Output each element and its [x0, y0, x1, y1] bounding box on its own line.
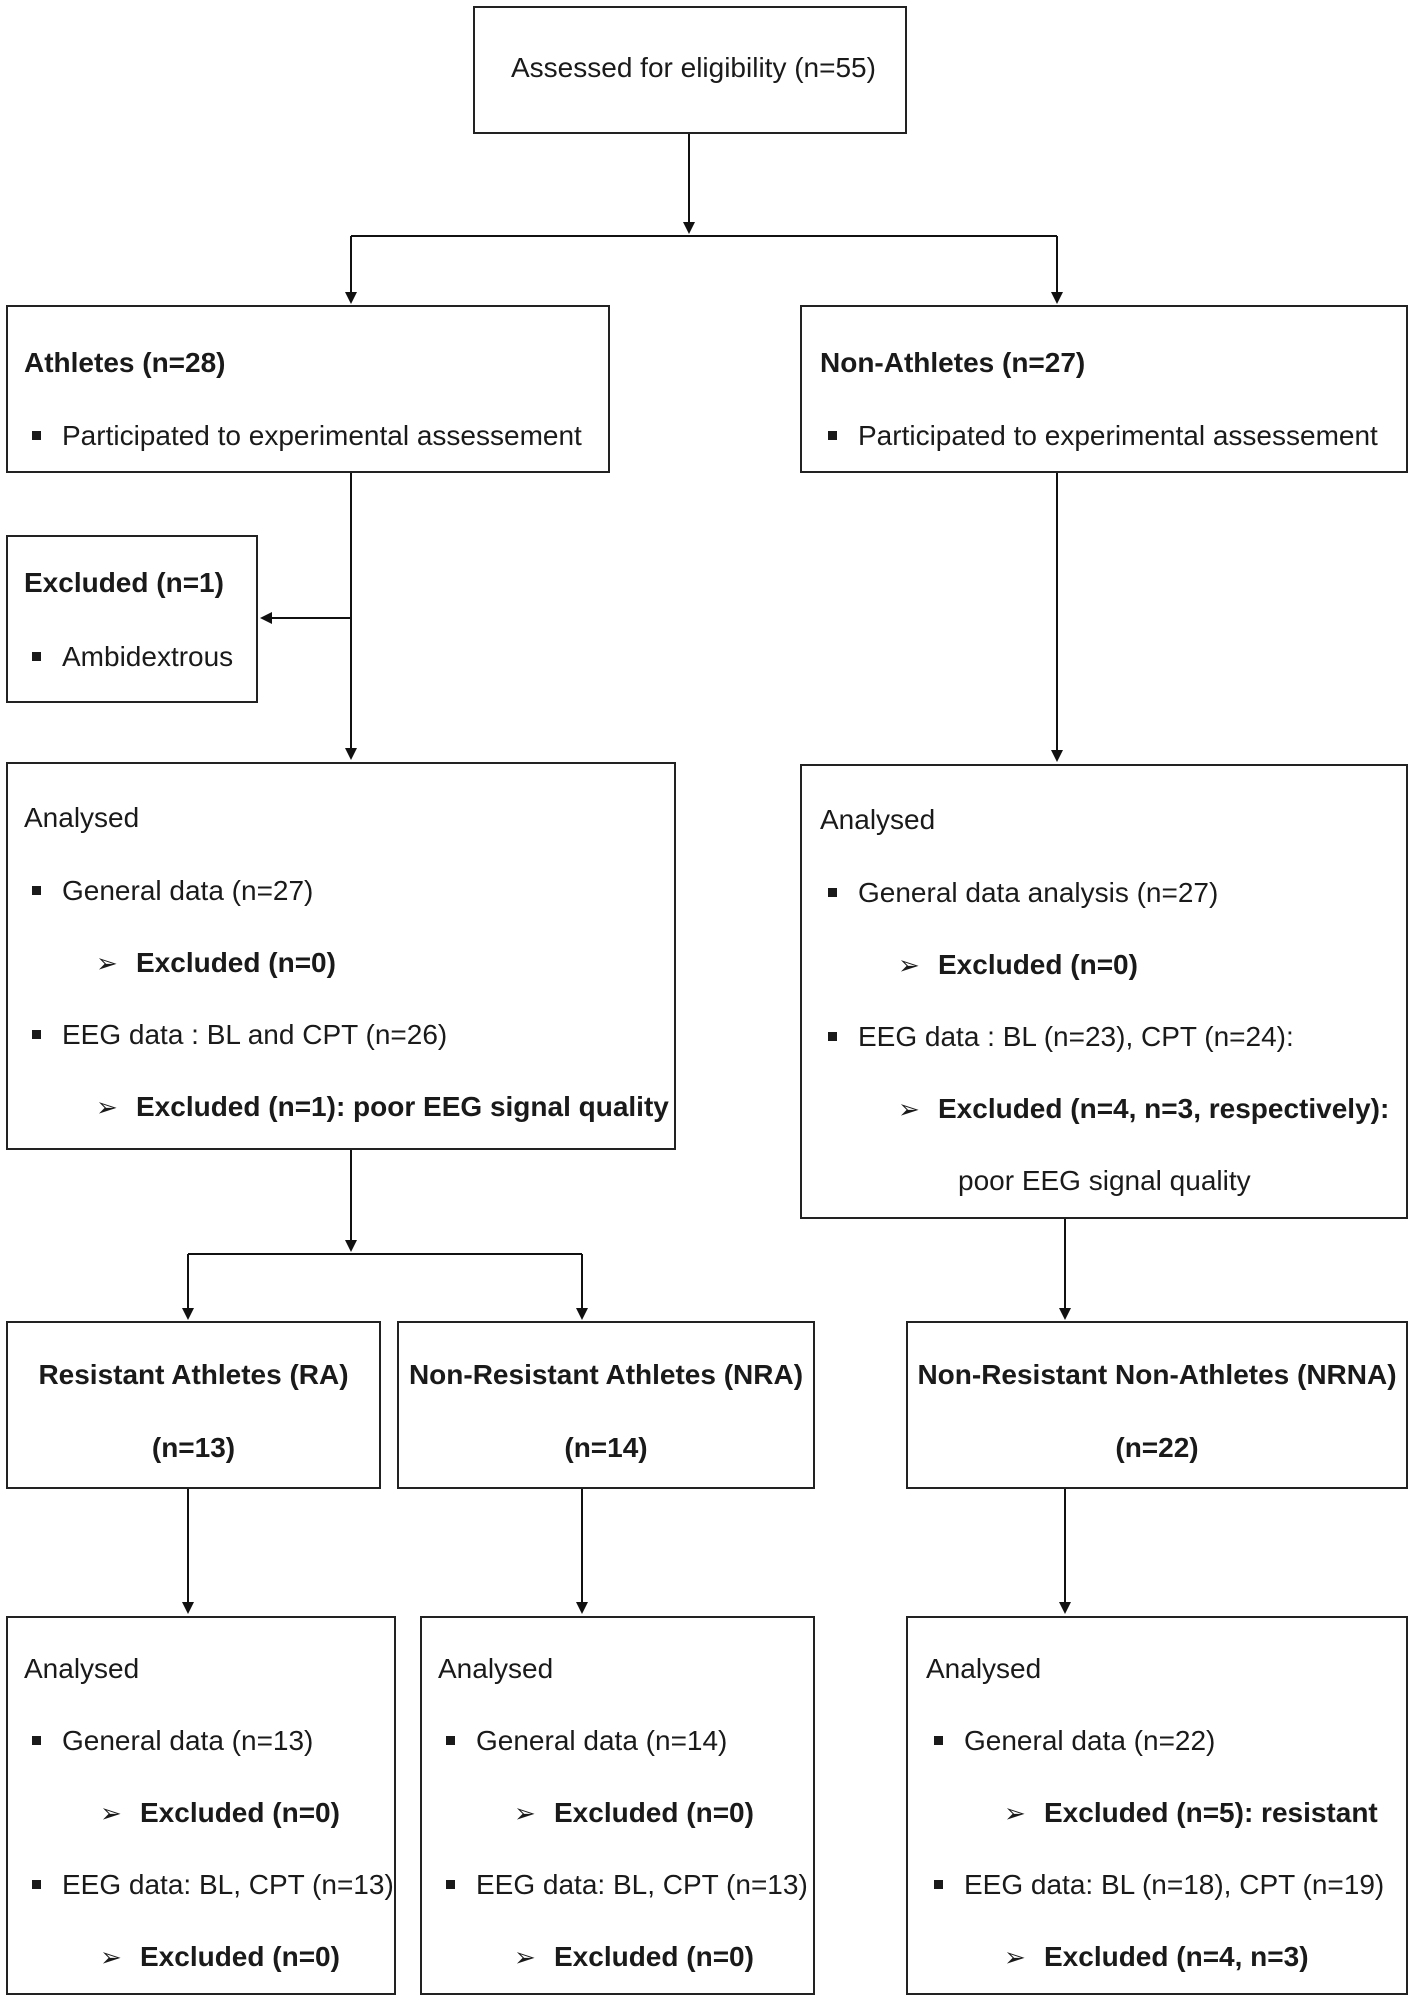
athletes-general-excluded: Excluded (n=0): [96, 946, 336, 980]
ra-general-excluded: Excluded (n=0): [100, 1796, 340, 1830]
nra-title: Non-Resistant Athletes (NRA): [408, 1359, 804, 1390]
ra-eeg: EEG data: BL, CPT (n=13): [32, 1869, 394, 1900]
excluded-bullet: Ambidextrous: [31, 641, 234, 672]
eligibility-label: Assessed for eligibility (n=55): [511, 52, 876, 83]
nrna-eeg: EEG data: BL (n=18), CPT (n=19): [933, 1869, 1385, 1900]
nra-eeg-excluded: Excluded (n=0): [514, 1940, 754, 1974]
excluded-title: Excluded (n=1): [24, 567, 224, 598]
athletes-general: General data (n=27): [31, 875, 314, 906]
nrna-general: General data (n=22): [933, 1725, 1216, 1756]
nrna-analysed-box: Analysed General data (n=22) Excluded (n…: [906, 1616, 1408, 1995]
nra-eeg: EEG data: BL, CPT (n=13): [446, 1869, 808, 1900]
ra-eeg-excluded: Excluded (n=0): [100, 1940, 340, 1974]
ra-analysed-heading: Analysed: [24, 1653, 140, 1684]
athletes-eeg: EEG data : BL and CPT (n=26): [31, 1019, 448, 1050]
nra-general: General data (n=14): [445, 1725, 728, 1756]
ra-count: (n=13): [151, 1432, 236, 1463]
non-athletes-bullet: Participated to experimental assessement: [828, 420, 1378, 451]
ra-general: General data (n=13): [31, 1725, 314, 1756]
ra-title: Resistant Athletes (RA): [38, 1359, 349, 1390]
ra-box: Resistant Athletes (RA) (n=13): [6, 1321, 381, 1489]
non-athletes-title: Non-Athletes (n=27): [820, 347, 1086, 378]
nrna-general-excluded: Excluded (n=5): resistant: [1004, 1796, 1378, 1830]
non-athletes-analysed-heading: Analysed: [820, 804, 936, 835]
eligibility-box: Assessed for eligibility (n=55): [473, 6, 907, 134]
nra-general-excluded: Excluded (n=0): [514, 1796, 754, 1830]
non-athletes-analysed-box: Analysed General data analysis (n=27) Ex…: [800, 764, 1408, 1219]
excluded-box: Excluded (n=1) Ambidextrous: [6, 535, 258, 703]
nra-box: Non-Resistant Athletes (NRA) (n=14): [397, 1321, 815, 1489]
nrna-analysed-heading: Analysed: [926, 1653, 1042, 1684]
non-athletes-box: Non-Athletes (n=27) Participated to expe…: [800, 305, 1408, 473]
non-athletes-eeg-excluded: Excluded (n=4, n=3, respectively):: [898, 1092, 1389, 1126]
non-athletes-general-excluded: Excluded (n=0): [898, 948, 1138, 982]
nrna-box: Non-Resistant Non-Athletes (NRNA) (n=22): [906, 1321, 1408, 1489]
nrna-eeg-excluded: Excluded (n=4, n=3): [1004, 1940, 1308, 1974]
athletes-box: Athletes (n=28) Participated to experime…: [6, 305, 610, 473]
non-athletes-general: General data analysis (n=27): [827, 877, 1219, 908]
athletes-analysed-box: Analysed General data (n=27) Excluded (n…: [6, 762, 676, 1150]
athletes-title: Athletes (n=28): [24, 347, 226, 378]
nra-analysed-box: Analysed General data (n=14) Excluded (n…: [420, 1616, 815, 1995]
nrna-count: (n=22): [1115, 1432, 1199, 1463]
ra-analysed-box: Analysed General data (n=13) Excluded (n…: [6, 1616, 396, 1995]
nrna-title: Non-Resistant Non-Athletes (NRNA): [917, 1359, 1397, 1390]
nra-count: (n=14): [564, 1432, 648, 1463]
athletes-analysed-heading: Analysed: [24, 802, 140, 833]
non-athletes-eeg-excluded-note: poor EEG signal quality: [958, 1165, 1251, 1196]
athletes-bullet: Participated to experimental assessement: [32, 420, 582, 451]
non-athletes-eeg: EEG data : BL (n=23), CPT (n=24):: [828, 1021, 1294, 1052]
athletes-eeg-excluded: Excluded (n=1): poor EEG signal quality: [96, 1090, 669, 1124]
nra-analysed-heading: Analysed: [438, 1653, 554, 1684]
